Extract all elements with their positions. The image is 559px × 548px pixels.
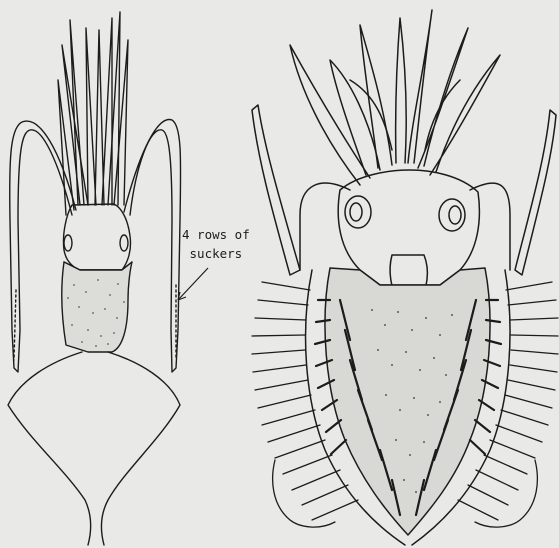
suckers-annotation: 4 rows of suckers <box>182 225 250 263</box>
right-eye-left <box>345 196 371 228</box>
annotation-line-2: suckers <box>182 244 250 263</box>
left-eye-right <box>120 235 128 251</box>
left-fins <box>8 352 180 545</box>
annotation-line-1: 4 rows of <box>182 225 250 244</box>
left-head <box>63 204 130 270</box>
right-tentacles <box>252 105 556 275</box>
right-eye-right <box>439 199 465 231</box>
annotation-arrow <box>178 268 208 300</box>
left-mantle <box>62 262 132 352</box>
right-squid-drawing <box>252 10 558 545</box>
left-eye-left <box>64 235 72 251</box>
left-squid-drawing <box>8 12 181 545</box>
right-mantle <box>325 268 490 535</box>
right-arms <box>290 10 500 185</box>
